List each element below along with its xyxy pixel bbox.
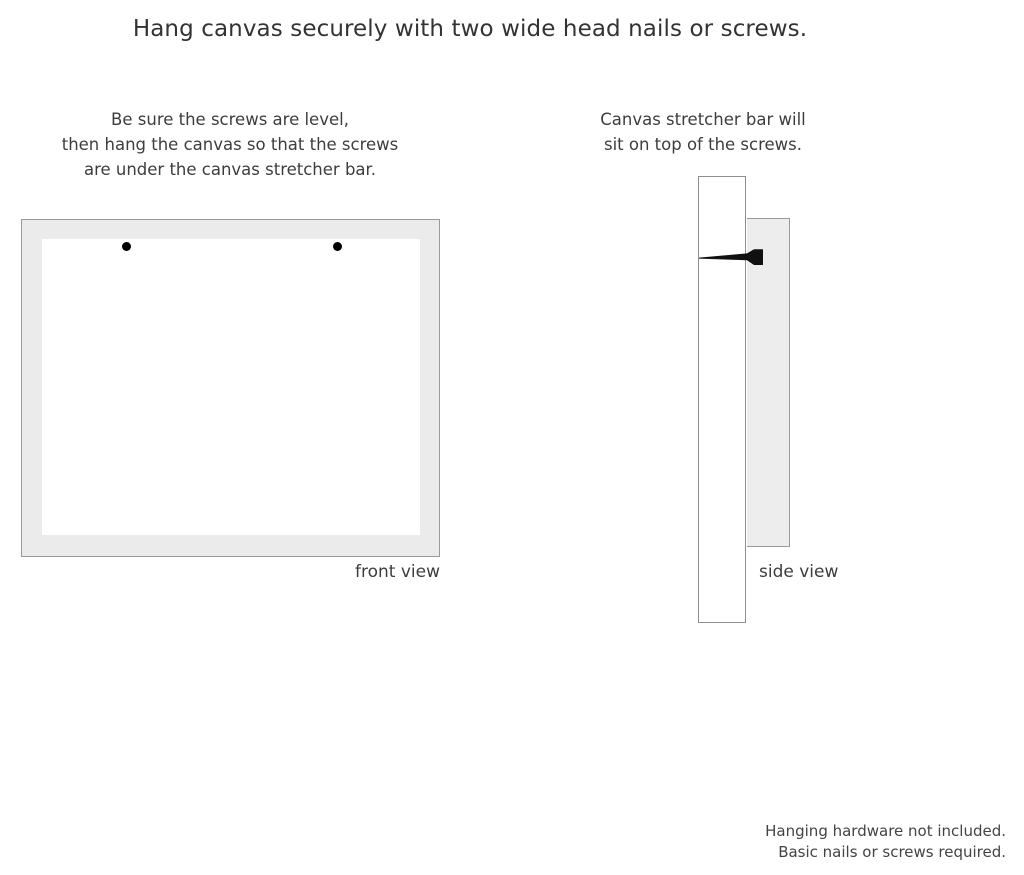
instruction-line: sit on top of the screws.	[603, 135, 803, 154]
side-view-label: side view	[759, 562, 839, 582]
front-view-instructions: Be sure the screws are level, then hang …	[20, 107, 440, 182]
side-view-diagram	[698, 176, 818, 626]
wall-slab-outline	[698, 176, 746, 623]
footer-line: Hanging hardware not included.	[765, 822, 1006, 840]
screw-head-left-icon	[122, 242, 131, 251]
footer-note: Hanging hardware not included. Basic nai…	[765, 821, 1006, 863]
canvas-frame-outline	[21, 219, 440, 557]
page-title: Hang canvas securely with two wide head …	[132, 16, 808, 42]
instruction-line: then hang the canvas so that the screws	[61, 135, 399, 154]
footer-line: Basic nails or screws required.	[778, 843, 1006, 861]
canvas-inner-panel	[42, 239, 420, 535]
canvas-stretcher-bar-outline	[747, 218, 790, 547]
screw-side-icon	[699, 246, 763, 268]
instruction-line: are under the canvas stretcher bar.	[83, 160, 377, 179]
instruction-line: Be sure the screws are level,	[111, 110, 349, 129]
front-view-label: front view	[355, 562, 440, 582]
screw-head-right-icon	[333, 242, 342, 251]
front-view-diagram	[21, 219, 440, 557]
instruction-line: Canvas stretcher bar will	[600, 110, 806, 129]
side-view-instructions: Canvas stretcher bar will sit on top of …	[563, 107, 843, 157]
